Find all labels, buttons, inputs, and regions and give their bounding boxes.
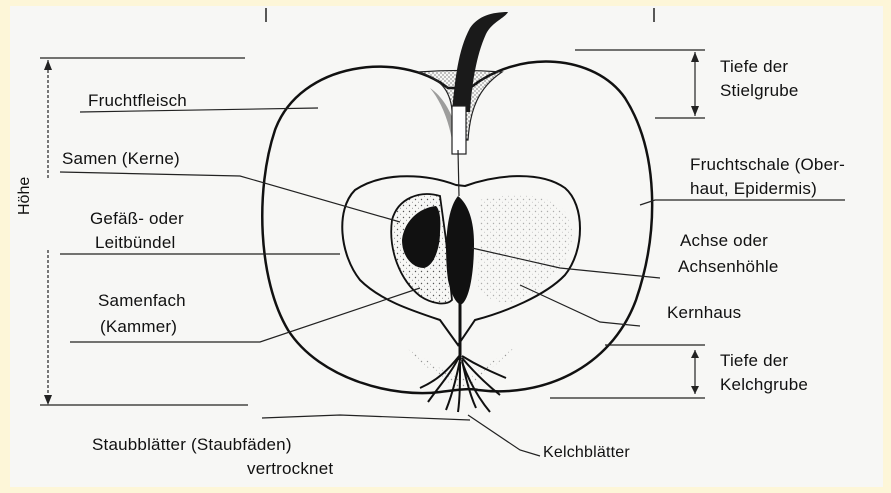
label-achse-2: Achsenhöhle	[678, 256, 779, 278]
label-tiefe-kelchgrube-1: Tiefe der	[720, 350, 788, 372]
label-fruchtfleisch: Fruchtfleisch	[88, 90, 187, 112]
label-tiefe-stielgrube-1: Tiefe der	[720, 56, 788, 78]
label-fruchtschale-2: haut, Epidermis)	[690, 178, 817, 200]
label-hoehe: Höhe	[16, 177, 34, 215]
label-staubblaetter-1: Staubblätter (Staubfäden)	[92, 434, 292, 456]
stalk-base	[452, 106, 466, 154]
stalk	[452, 12, 508, 112]
label-samen: Samen (Kerne)	[62, 148, 180, 170]
label-samenfach-1: Samenfach	[98, 290, 186, 312]
label-gefaess-1: Gefäß- oder	[90, 208, 184, 230]
label-tiefe-stielgrube-2: Stielgrube	[720, 80, 799, 102]
label-kernhaus: Kernhaus	[667, 302, 741, 324]
label-achse-1: Achse oder	[680, 230, 768, 252]
label-staubblaetter-2: vertrocknet	[247, 458, 333, 480]
label-gefaess-2: Leitbündel	[95, 232, 175, 254]
label-fruchtschale-1: Fruchtschale (Ober-	[690, 154, 845, 176]
axis-line	[458, 150, 459, 196]
label-kelchblaetter: Kelchblätter	[543, 442, 630, 464]
seed-center	[446, 196, 474, 304]
label-tiefe-kelchgrube-2: Kelchgrube	[720, 374, 808, 396]
label-samenfach-2: (Kammer)	[100, 316, 177, 338]
